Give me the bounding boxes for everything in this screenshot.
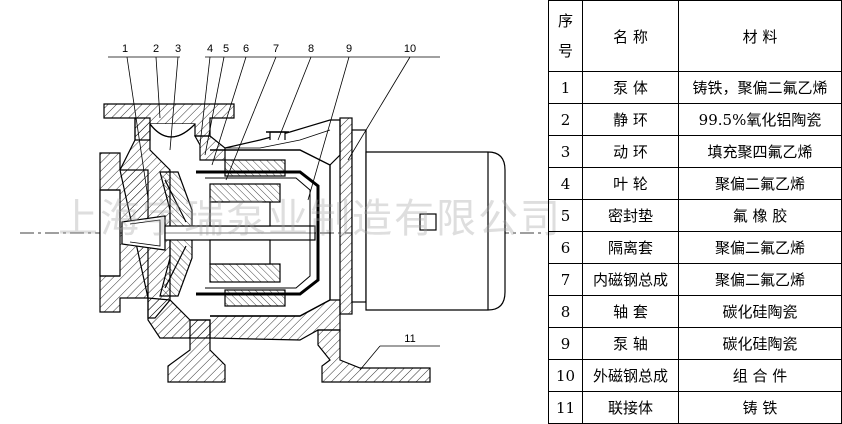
lubrication-cap (269, 131, 286, 140)
callout-11: 11 (404, 333, 415, 345)
row-part-name: 泵 轴 (582, 327, 679, 360)
row-material: 氟 橡 胶 (678, 199, 842, 232)
table-header-row: 序 号 名 称 材 料 (548, 0, 842, 72)
row-number: 3 (548, 135, 583, 168)
row-material: 聚偏二氟乙烯 (678, 167, 842, 200)
row-material: 碳化硅陶瓷 (678, 295, 842, 328)
parts-material-table: 序 号 名 称 材 料 1 泵 体 铸铁，聚偏二氟乙烯 2 静 环 99.5%氧… (548, 0, 842, 424)
row-number: 6 (548, 231, 583, 264)
callout-3: 3 (175, 43, 181, 55)
row-material: 组 合 件 (678, 359, 842, 392)
row-part-name: 密封垫 (582, 199, 679, 232)
inner-magnet-bottom (209, 263, 281, 283)
row-part-name: 动 环 (582, 135, 679, 168)
row-part-name: 内磁钢总成 (582, 263, 679, 296)
row-part-name: 外磁钢总成 (582, 359, 679, 392)
pump-cross-section-drawing: 1 2 3 4 5 6 7 8 9 10 11 (20, 43, 545, 383)
row-part-name: 叶 轮 (582, 167, 679, 200)
table-row: 3 动 环 填充聚四氟乙烯 (548, 135, 842, 168)
callout-4: 4 (207, 43, 213, 55)
row-part-name: 泵 体 (582, 71, 679, 104)
terminal-box (419, 213, 437, 231)
table-row: 9 泵 轴 碳化硅陶瓷 (548, 327, 842, 360)
callout-2: 2 (153, 43, 159, 55)
header-serial-number: 序 号 (548, 0, 583, 72)
table-row: 1 泵 体 铸铁，聚偏二氟乙烯 (548, 71, 842, 104)
table-row: 2 静 环 99.5%氧化铝陶瓷 (548, 103, 842, 136)
row-material: 99.5%氧化铝陶瓷 (678, 103, 842, 136)
table-row: 8 轴 套 碳化硅陶瓷 (548, 295, 842, 328)
row-material: 铸铁，聚偏二氟乙烯 (678, 71, 842, 104)
table-row: 5 密封垫 氟 橡 胶 (548, 199, 842, 232)
inner-magnet-top (209, 183, 281, 203)
row-part-name: 隔离套 (582, 231, 679, 264)
inlet-cone (121, 215, 166, 251)
row-material: 铸 铁 (678, 391, 842, 424)
outer-magnet-bottom (224, 289, 286, 307)
outer-magnet-top (224, 159, 286, 177)
row-number: 7 (548, 263, 583, 296)
motor-body (365, 151, 506, 311)
row-part-name: 联接体 (582, 391, 679, 424)
row-number: 5 (548, 199, 583, 232)
row-number: 9 (548, 327, 583, 360)
callout-7: 7 (273, 43, 279, 55)
row-number: 10 (548, 359, 583, 392)
callout-6: 6 (243, 43, 249, 55)
callout-1: 1 (122, 43, 128, 55)
callout-8: 8 (308, 43, 314, 55)
motor-flange (339, 117, 353, 315)
row-part-name: 静 环 (582, 103, 679, 136)
support-foot-right (317, 329, 431, 383)
callout-5: 5 (223, 43, 229, 55)
callout-10: 10 (404, 43, 416, 55)
row-number: 8 (548, 295, 583, 328)
callout-9: 9 (346, 43, 352, 55)
bracket (224, 119, 341, 166)
table-row: 6 隔离套 聚偏二氟乙烯 (548, 231, 842, 264)
table-row: 11 联接体 铸 铁 (548, 391, 842, 424)
table-row: 4 叶 轮 聚偏二氟乙烯 (548, 167, 842, 200)
row-number: 4 (548, 167, 583, 200)
header-material: 材 料 (678, 0, 842, 72)
header-name: 名 称 (582, 0, 679, 72)
row-material: 聚偏二氟乙烯 (678, 231, 842, 264)
row-number: 1 (548, 71, 583, 104)
row-number: 2 (548, 103, 583, 136)
row-material: 填充聚四氟乙烯 (678, 135, 842, 168)
row-material: 碳化硅陶瓷 (678, 327, 842, 360)
row-material: 聚偏二氟乙烯 (678, 263, 842, 296)
row-number: 11 (548, 391, 583, 424)
table-row: 7 内磁钢总成 聚偏二氟乙烯 (548, 263, 842, 296)
table-row: 10 外磁钢总成 组 合 件 (548, 359, 842, 392)
row-part-name: 轴 套 (582, 295, 679, 328)
